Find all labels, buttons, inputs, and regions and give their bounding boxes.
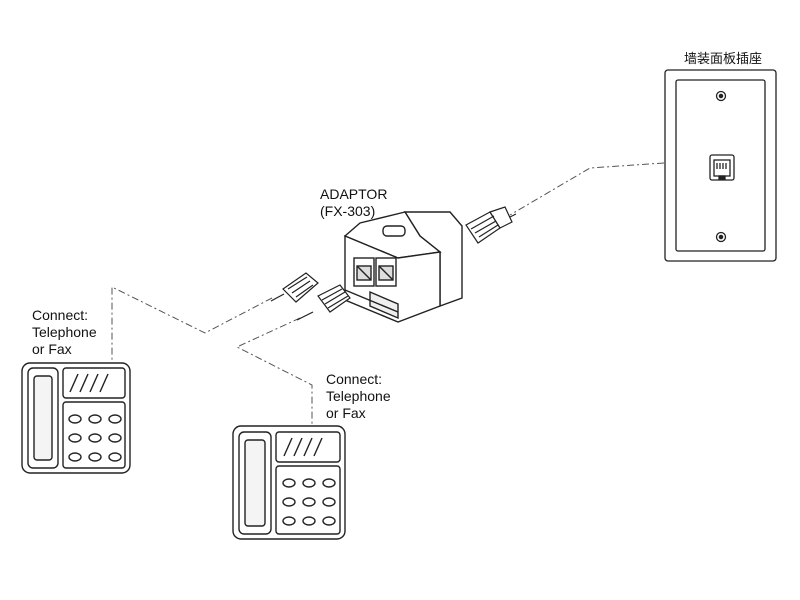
phone-plug-lower-icon <box>296 284 351 321</box>
wall-to-adaptor-cable <box>509 162 665 216</box>
left-device-line1: Connect: <box>32 307 89 323</box>
telephone-left-icon <box>21 362 131 474</box>
adaptor-to-left-phone-cable <box>111 286 273 365</box>
left-device-line2: Telephone <box>32 324 97 340</box>
phone-plug-upper-icon <box>270 272 319 303</box>
adaptor-model: (FX-303) <box>320 203 376 219</box>
left-device-label: Connect: Telephone or Fax <box>32 307 97 358</box>
wall-jack-icon <box>709 154 735 181</box>
adaptor-name: ADAPTOR <box>320 186 388 202</box>
right-device-line3: or Fax <box>326 405 366 421</box>
adaptor-body-icon <box>343 211 463 323</box>
left-device-line3: or Fax <box>32 341 72 357</box>
adaptor-to-right-phone-cable <box>235 317 313 425</box>
wall-plate-label: 墙装面板插座 <box>684 51 763 66</box>
adaptor-label: ADAPTOR (FX-303) <box>320 186 387 220</box>
right-device-line1: Connect: <box>326 371 383 387</box>
telephone-right-icon <box>232 425 346 540</box>
right-device-label: Connect: Telephone or Fax <box>326 371 391 422</box>
wall-plate <box>664 69 777 262</box>
right-device-line2: Telephone <box>326 388 391 404</box>
wall-side-plug-icon <box>465 206 517 244</box>
dashed-cable-lines <box>111 162 665 425</box>
